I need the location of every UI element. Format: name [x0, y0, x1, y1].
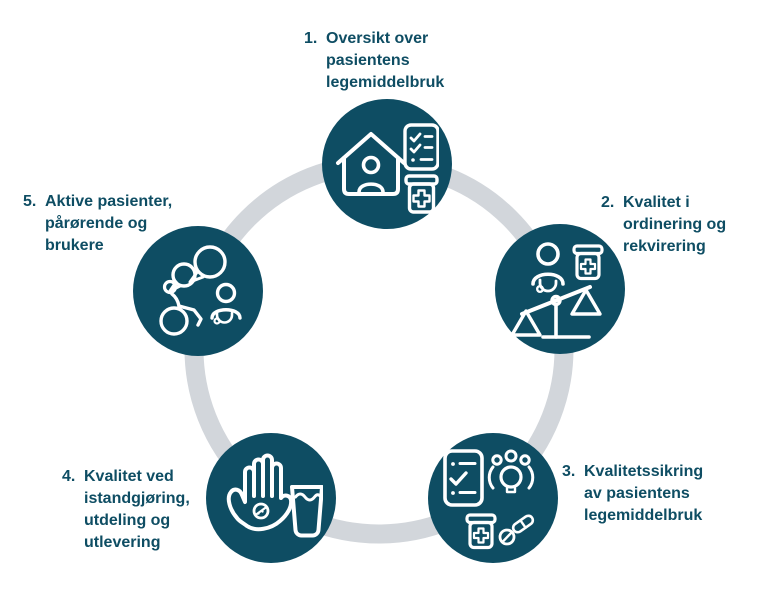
label-line: brukere — [45, 237, 104, 254]
node-5-label: 5. Aktive pasienter, pårørende og bruker… — [23, 191, 172, 257]
medicine-bottle-icon — [404, 174, 439, 214]
speech-bubbles-wheelchair-doctor-icon — [159, 245, 242, 336]
speech-bubbles-icon — [168, 245, 227, 293]
node-1-label: 1. Oversikt over pasientens legemiddelbr… — [304, 28, 444, 94]
medicine-bottle-icon — [465, 513, 497, 550]
label-line: pårørende og — [45, 215, 148, 232]
doctor-icon — [210, 282, 242, 325]
node-4-label: 4. Kvalitet ved istandgjøring, utdeling … — [62, 466, 190, 554]
node-4-number: 4. — [62, 468, 76, 485]
house-patient-checklist-medicine-icon — [336, 123, 439, 214]
balance-scale-icon — [510, 285, 602, 339]
node-1-circle — [322, 99, 452, 229]
medicine-bottle-icon — [572, 244, 604, 281]
node-1-label-text: Oversikt over pasientens legemiddelbruk — [326, 28, 444, 94]
checklist-icon — [403, 123, 439, 171]
node-4-label-text: Kvalitet ved istandgjøring, utdeling og … — [84, 466, 190, 554]
label-line: legemiddelbruk — [326, 74, 445, 91]
hand-with-pill-icon — [226, 453, 294, 532]
node-2-label: 2. Kvalitet i ordinering og rekvirering — [601, 192, 726, 258]
house-icon — [336, 132, 406, 196]
doctor-medicine-balance-scale-icon — [510, 242, 604, 339]
water-glass-icon — [290, 485, 323, 538]
node-5-label-text: Aktive pasienter, pårørende og brukere — [45, 191, 172, 257]
label-line: Aktive pasienter, — [45, 193, 173, 210]
label-line: av pasientens — [584, 485, 690, 502]
hand-pill-water-glass-icon — [226, 453, 323, 538]
node-2-label-text: Kvalitet i ordinering og rekvirering — [623, 192, 726, 258]
label-line: rekvirering — [623, 238, 706, 255]
checklist-people-medicine-pills-icon — [443, 449, 535, 550]
node-4-circle — [206, 433, 336, 563]
doctor-icon — [531, 242, 565, 294]
label-line: utlevering — [84, 534, 161, 551]
node-5-circle — [133, 226, 263, 356]
people-group-icon — [487, 449, 535, 494]
label-line: istandgjøring, — [84, 490, 190, 507]
node-2-number: 2. — [601, 194, 615, 211]
label-line: Kvalitetssikring — [584, 463, 704, 480]
label-line: Kvalitet i — [623, 194, 690, 211]
node-1-number: 1. — [304, 30, 318, 47]
wheelchair-person-icon — [159, 279, 203, 336]
label-line: legemiddelbruk — [584, 507, 703, 524]
pills-icon — [498, 514, 535, 546]
label-line: utdeling og — [84, 512, 171, 529]
checklist-icon — [443, 449, 484, 507]
label-line: ordinering og — [623, 216, 727, 233]
node-3-circle — [428, 433, 558, 563]
node-3-label-text: Kvalitetssikring av pasientens legemidde… — [584, 461, 703, 527]
node-3-number: 3. — [562, 463, 576, 480]
label-line: pasientens — [326, 52, 410, 69]
node-5-number: 5. — [23, 193, 37, 210]
label-line: Oversikt over — [326, 30, 429, 47]
label-line: Kvalitet ved — [84, 468, 174, 485]
node-2-circle — [495, 224, 625, 354]
node-3-label: 3. Kvalitetssikring av pasientens legemi… — [562, 461, 703, 527]
